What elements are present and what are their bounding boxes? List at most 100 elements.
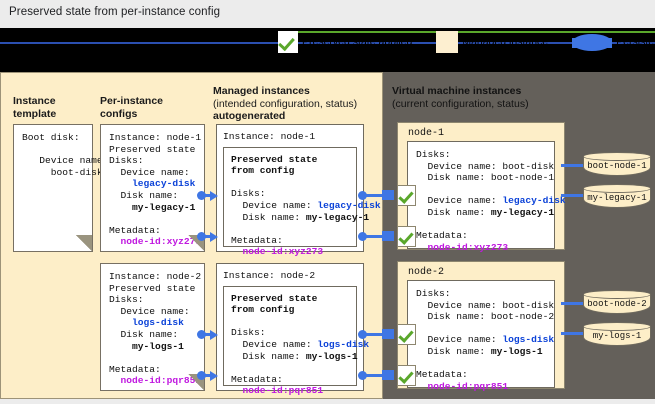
instance-template-card: Boot disk: Device name: boot-disk (13, 124, 108, 252)
connector-dot (358, 371, 367, 380)
mi-metadata-label: Metadata: (231, 234, 283, 246)
disk-link-line (561, 164, 583, 167)
template-text: Boot disk: Device name: boot-disk (22, 132, 109, 178)
mi-device-prefix: Device name: (231, 199, 318, 211)
cfg-device-value: legacy-disk (109, 178, 196, 190)
persistent-disk: my-legacy-1 (583, 184, 651, 210)
col-line2: (current configuration, status) (392, 97, 529, 110)
column-header-per-instance-configs: Per-instance configs (100, 95, 200, 120)
disk-link-line (561, 194, 583, 197)
mi-metadata-value: node-id:xyz273 (231, 246, 324, 258)
green-check-icon (397, 324, 416, 345)
green-check-icon (397, 185, 416, 206)
node-disk-value: my-legacy-1 (490, 206, 555, 218)
node-disk-prefix: Disk name: (416, 345, 491, 357)
node-boot-device: Device name: boot-disk (416, 160, 555, 172)
connector-line (364, 374, 382, 377)
cylinder-top (583, 184, 651, 193)
legend: Preserved state applied Managed instance… (278, 30, 655, 54)
disk-label: my-logs-1 (592, 331, 642, 341)
cfg-device-label: Device name: (109, 305, 190, 317)
cfg-device-label: Device name: (109, 166, 190, 178)
disk-link-line (561, 302, 583, 305)
connector-node (382, 329, 394, 339)
node-boot-disk: Disk name: boot-node-2 (416, 311, 555, 323)
node-device-prefix: Device name: (416, 195, 503, 207)
vm-instance-node-1: node-1 Disks: Device name: boot-disk Dis… (397, 122, 566, 253)
cylinder-top (583, 322, 651, 331)
node-device-prefix: Device name: (416, 334, 503, 346)
col-line2: (intended configuration, status) (213, 97, 358, 110)
managed-instance-card: Instance: node-1 Preserved state from co… (216, 124, 381, 257)
connector-dot (197, 232, 206, 241)
node-metadata-label: Metadata: (416, 369, 468, 381)
cfg-disks-label: Disks: (109, 294, 144, 306)
cylinder-top (583, 152, 651, 161)
col-line1: Virtual machine instances (392, 85, 522, 97)
legend-green-rule (280, 31, 655, 33)
mi-disk-value: my-logs-1 (305, 350, 358, 362)
mi-device-prefix: Device name: (231, 338, 318, 350)
cylinder-body (583, 326, 651, 346)
green-check-icon (278, 31, 298, 53)
mi-inner-header: Preserved state from config (231, 153, 318, 177)
col-line2: configs (100, 107, 138, 120)
persistent-disk: boot-node-1 (583, 152, 651, 178)
per-instance-config-card: Instance: node-1 Preserved state Disks: … (100, 124, 205, 252)
cfg-disk-label: Disk name: (109, 328, 179, 340)
legend-label-0: Preserved state applied (302, 36, 413, 48)
cfg-metadata-value: node-id:pqr851 (109, 375, 202, 387)
connector-line (364, 333, 382, 336)
node-device-value: logs-disk (502, 334, 555, 346)
cream-box-icon (436, 31, 459, 53)
connector-line (364, 194, 382, 197)
cfg-disks-label: Disks: (109, 155, 144, 167)
mi-disk-prefix: Disk name: (231, 211, 306, 223)
connector-node (382, 231, 394, 241)
disk-label: boot-node-1 (587, 161, 647, 171)
mi-disks-label: Disks: (231, 188, 266, 200)
disk-link-line (561, 332, 583, 335)
node-name: node-2 (408, 267, 445, 278)
cfg-disk-value: my-legacy-1 (109, 201, 196, 213)
legend-blue-rule (0, 42, 655, 44)
column-header-instance-template: Instance template (13, 95, 93, 120)
node-disk-value: my-logs-1 (490, 345, 543, 357)
legend-label-1: Managed instance (462, 36, 549, 48)
mi-title: Instance: node-2 (223, 270, 316, 281)
node-disks-label: Disks: (416, 149, 451, 160)
mi-metadata-value: node-id:pqr851 (231, 385, 324, 397)
connector-arrow (203, 329, 218, 340)
col-line3: autogenerated (213, 110, 286, 122)
connector-dot (197, 191, 206, 200)
connector-dot (197, 371, 206, 380)
cylinder-body (583, 156, 651, 176)
cfg-metadata-value: node-id:xyz273 (109, 236, 202, 248)
connector-dot (197, 330, 206, 339)
connector-dot (358, 232, 367, 241)
folded-corner-icon (76, 235, 93, 252)
cfg-disk-value: my-logs-1 (109, 340, 184, 352)
cylinder-top (583, 290, 651, 299)
cfg-header: Instance: node-2 Preserved state (109, 271, 202, 294)
cylinder-body (583, 294, 651, 314)
cylinder-body (583, 188, 651, 208)
connector-line (364, 235, 382, 238)
node-metadata-value: node-id:pqr851 (416, 380, 509, 392)
legend-band (0, 28, 655, 72)
mi-disk-value: my-legacy-1 (305, 211, 370, 223)
per-instance-config-card: Instance: node-2 Preserved state Disks: … (100, 263, 205, 391)
persistent-disk: boot-node-2 (583, 290, 651, 316)
node-disks-label: Disks: (416, 288, 451, 299)
connector-arrow (203, 231, 218, 242)
node-metadata-value: node-id:xyz273 (416, 241, 509, 253)
node-boot-disk: Disk name: boot-node-1 (416, 172, 555, 184)
connector-dot (358, 191, 367, 200)
connector-arrow (203, 190, 218, 201)
node-disk-prefix: Disk name: (416, 206, 491, 218)
col-line1: Managed instances (213, 85, 310, 97)
cfg-device-value: logs-disk (109, 317, 184, 329)
mi-disk-prefix: Disk name: (231, 350, 306, 362)
connector-arrow (203, 370, 218, 381)
node-device-value: legacy-disk (502, 195, 566, 207)
